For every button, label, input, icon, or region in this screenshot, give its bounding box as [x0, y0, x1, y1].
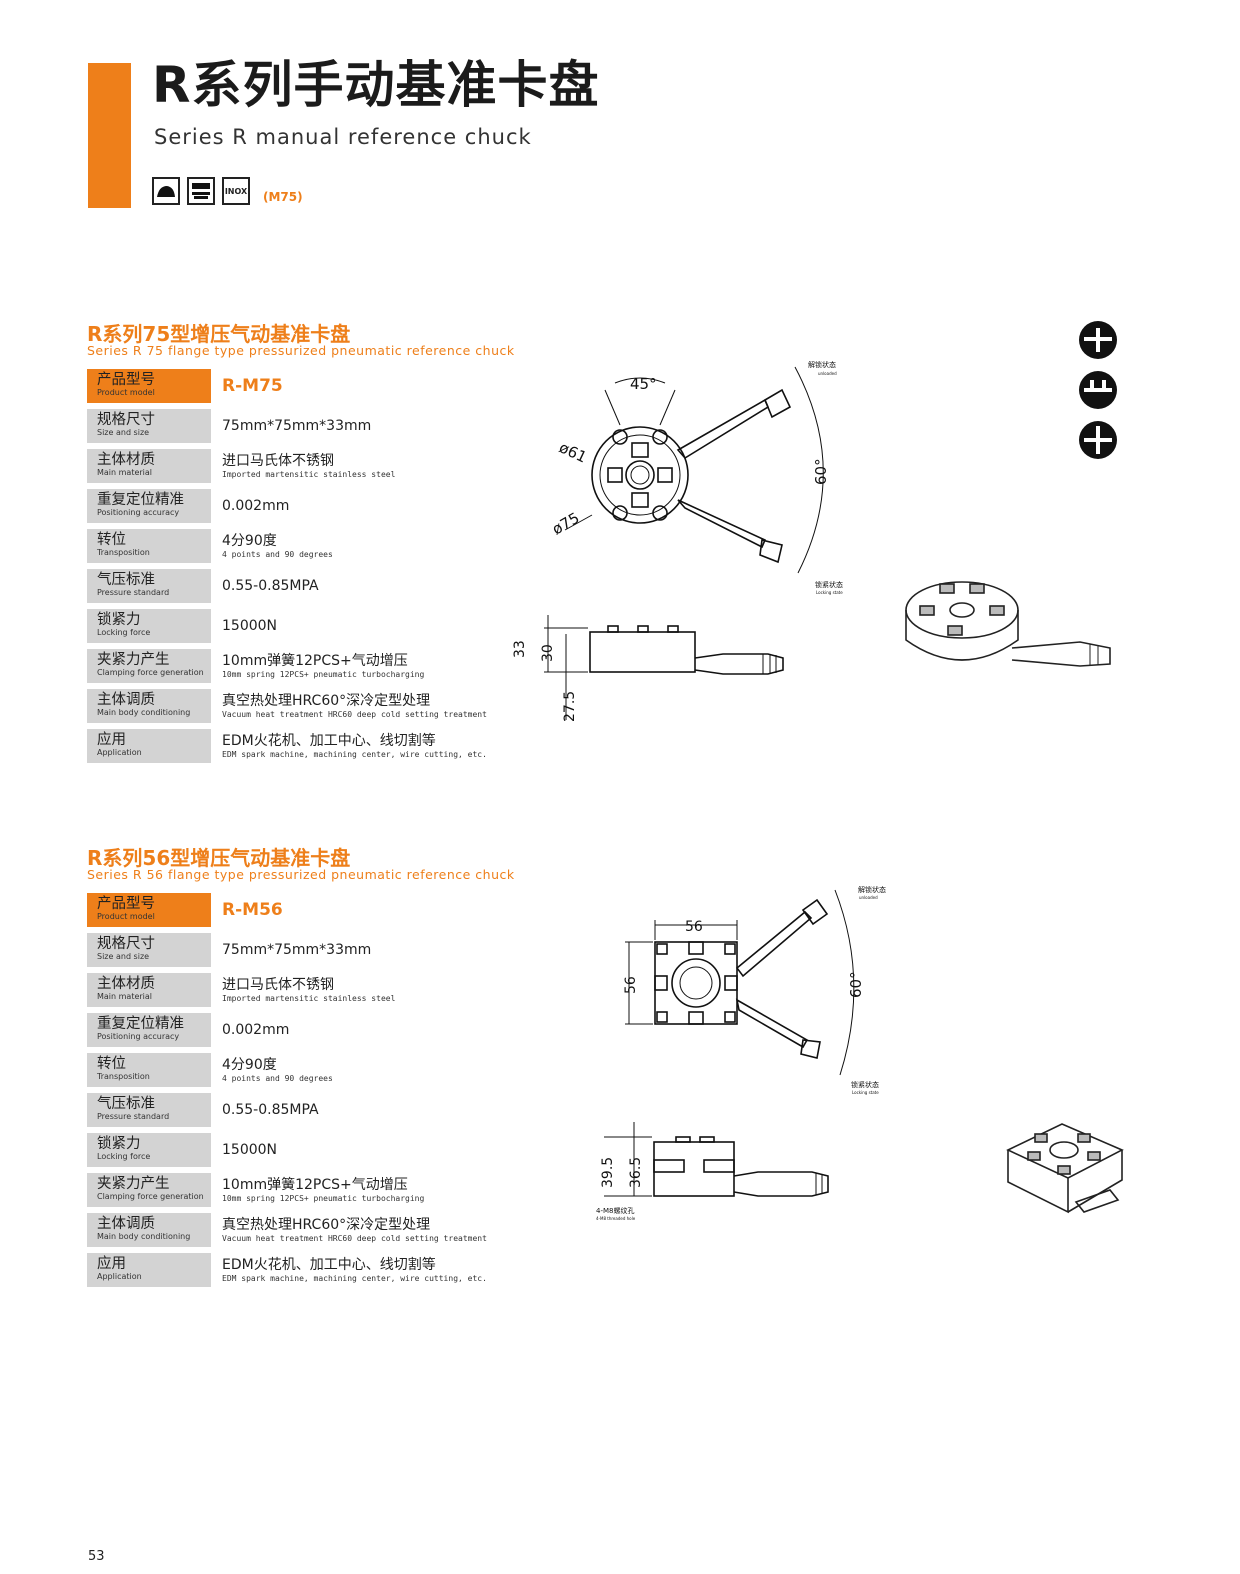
dim-height-body: 30: [540, 644, 556, 662]
m56-side-view-drawing: 39.5 36.5 4-M8螺纹孔 4-M8 threaded hole: [596, 1122, 829, 1221]
m75-side-view-drawing: 33 30 27.5: [512, 615, 784, 722]
inox-icon: INOX: [222, 177, 250, 205]
m75-top-view-drawing: 45° ø61 ø75 60° 解锁状态 unloaded 锁紧状态 Locki…: [550, 360, 843, 595]
label-lock-state: 锁紧状态: [851, 1080, 879, 1089]
edm-icon: [152, 177, 180, 205]
dim-height-body: 36.5: [628, 1157, 644, 1188]
dim-swing-angle: 60°: [847, 971, 865, 998]
section-title-m75: R系列75型增压气动基准卡盘: [87, 322, 351, 346]
dim-height-total: 33: [512, 640, 528, 658]
label-lock-state-en: Locking state: [816, 590, 843, 595]
section-subtitle-m75: Series R 75 flange type pressurized pneu…: [87, 343, 515, 358]
section-title-m56: R系列56型增压气动基准卡盘: [87, 846, 351, 870]
page-number: 53: [88, 1549, 105, 1564]
label-unlock-state-en: unloaded: [818, 371, 837, 376]
dim-height-total: 39.5: [600, 1157, 616, 1188]
m56-3d-render: [1006, 1123, 1124, 1214]
dim-height-base: 27.5: [562, 691, 578, 722]
dim-height: 56: [623, 976, 639, 994]
dim-dia-inner: ø61: [556, 438, 589, 466]
label-unlock-state: 解锁状态: [808, 360, 836, 369]
section-subtitle-m56: Series R 56 flange type pressurized pneu…: [87, 867, 515, 882]
label-unlock-state: 解锁状态: [858, 885, 886, 894]
feature-badges: INOX (M75): [152, 177, 303, 205]
m75-3d-render: [905, 581, 1111, 667]
label-lock-state-en: Locking state: [852, 1090, 879, 1095]
label-thread-holes-en: 4-M8 threaded hole: [596, 1216, 636, 1221]
dim-dia-outer: ø75: [550, 509, 582, 539]
label-thread-holes: 4-M8螺纹孔: [596, 1206, 634, 1215]
page-subtitle: Series R manual reference chuck: [154, 125, 532, 149]
page-title: R系列手动基准卡盘: [152, 56, 600, 114]
badge-note: (M75): [263, 190, 303, 204]
chuck-profile-icon: [1079, 321, 1117, 459]
label-unlock-state-en: unloaded: [859, 895, 878, 900]
accent-bar: [88, 63, 131, 208]
dim-swing-angle: 60°: [812, 458, 830, 485]
dim-angle-top: 45°: [630, 375, 657, 393]
m56-top-view-drawing: 56 56 60° 解锁状态 unloaded 锁紧状态 Locking sta…: [623, 885, 886, 1095]
label-lock-state: 锁紧状态: [815, 580, 843, 589]
machine-icon: [187, 177, 215, 205]
dim-width: 56: [685, 919, 703, 935]
